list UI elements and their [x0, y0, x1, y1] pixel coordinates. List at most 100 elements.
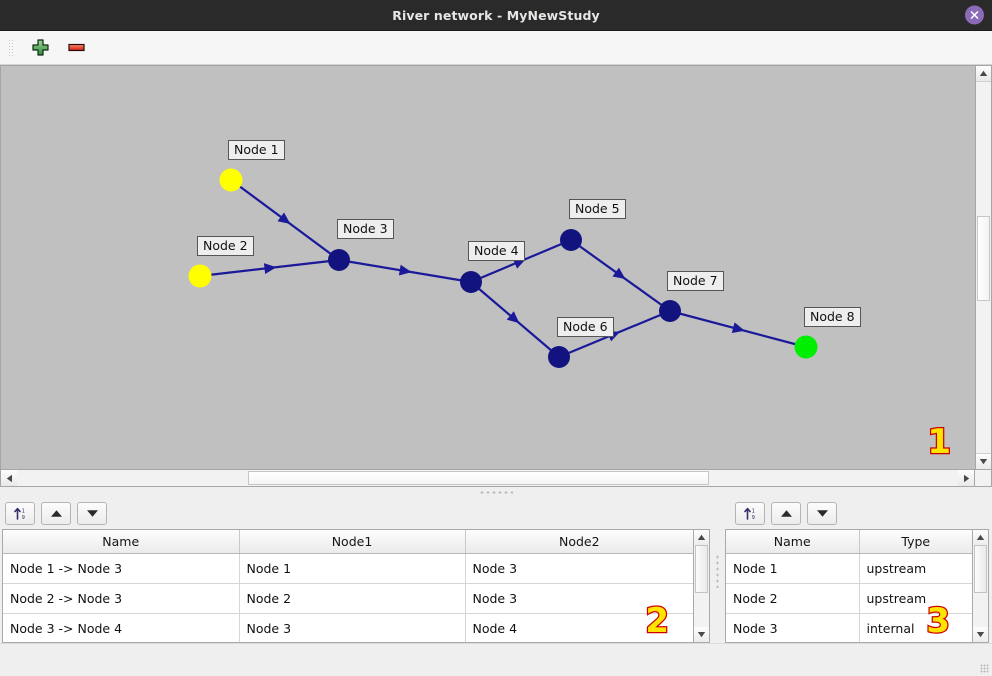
table-cell[interactable]: internal [859, 613, 972, 642]
reaches-vscroll-track[interactable] [694, 545, 709, 627]
graph-node-label-node-5[interactable]: Node 5 [569, 199, 626, 219]
close-icon[interactable] [965, 5, 984, 25]
reaches-vscroll-thumb[interactable] [695, 545, 709, 593]
table-cell[interactable]: Node 2 [239, 583, 466, 614]
sort-ascending-icon[interactable]: 1 9 [735, 502, 765, 525]
graph-node-label-node-7[interactable]: Node 7 [667, 271, 724, 291]
graph-node-node-6[interactable] [548, 346, 570, 368]
graph-node-node-5[interactable] [560, 229, 582, 251]
graph-vertical-scrollbar[interactable] [975, 65, 992, 470]
graph-edge-arrow-icon [512, 258, 526, 269]
arrow-down-icon[interactable] [807, 502, 837, 525]
arrow-up-icon[interactable] [41, 502, 71, 525]
graph-node-label-node-4[interactable]: Node 4 [468, 241, 525, 261]
table-cell[interactable]: Node 3 [465, 553, 694, 584]
graph-node-node-1[interactable] [219, 168, 243, 192]
toolbar-drag-handle[interactable] [8, 38, 13, 57]
table-cell[interactable]: Node 1 [239, 553, 466, 584]
nodes-toolbar: 1 9 [723, 498, 992, 529]
graph-node-label-node-1[interactable]: Node 1 [228, 140, 285, 160]
svg-text:9: 9 [21, 515, 24, 521]
table-cell[interactable]: Node 1 -> Node 3 [3, 553, 240, 584]
graph-hscroll-track[interactable] [17, 470, 958, 486]
graph-hscroll-thumb[interactable] [247, 471, 709, 485]
scroll-up-icon[interactable] [694, 530, 710, 545]
nodes-vscroll-track[interactable] [973, 545, 988, 627]
table-cell[interactable]: Node 3 [239, 613, 466, 642]
column-header-node1[interactable]: Node1 [239, 530, 466, 554]
network-graph-svg [188, 168, 818, 368]
table-cell[interactable]: Node 2 [726, 583, 860, 614]
graph-node-node-8[interactable] [794, 335, 818, 359]
graph-node-label-node-8[interactable]: Node 8 [804, 307, 861, 327]
annotation-marker-3: 3 [925, 601, 951, 641]
graph-node-node-2[interactable] [188, 264, 212, 288]
arrow-down-icon[interactable] [77, 502, 107, 525]
nodes-vertical-scrollbar[interactable] [973, 529, 989, 643]
column-header-node2[interactable]: Node2 [465, 530, 694, 554]
table-cell[interactable]: Node 3 -> Node 4 [3, 613, 240, 642]
table-cell[interactable]: Node 1 [726, 553, 860, 584]
scroll-left-icon[interactable] [1, 470, 17, 486]
scroll-down-icon[interactable] [976, 453, 991, 469]
column-header-name[interactable]: Name [726, 530, 860, 554]
graph-vscroll-track[interactable] [976, 82, 991, 453]
status-bar [0, 643, 992, 676]
graph-node-label-node-3[interactable]: Node 3 [337, 219, 394, 239]
graph-horizontal-scrollbar[interactable] [0, 470, 975, 487]
scroll-up-icon[interactable] [973, 530, 988, 545]
resize-grip-icon[interactable] [980, 664, 989, 673]
table-cell[interactable]: Node 3 [465, 583, 694, 614]
graph-node-node-3[interactable] [328, 249, 350, 271]
table-cell[interactable]: Node 3 [726, 613, 860, 642]
scrollbar-corner [975, 470, 992, 487]
scroll-right-icon[interactable] [958, 470, 974, 486]
arrow-up-icon[interactable] [771, 502, 801, 525]
sort-ascending-icon[interactable]: 1 9 [5, 502, 35, 525]
table-cell[interactable]: upstream [859, 553, 972, 584]
nodes-vscroll-thumb[interactable] [974, 545, 987, 593]
vertical-splitter[interactable] [712, 498, 723, 643]
graph-node-node-4[interactable] [460, 271, 482, 293]
table-cell[interactable]: upstream [859, 583, 972, 614]
graph-node-node-7[interactable] [659, 300, 681, 322]
table-cell[interactable]: Node 2 -> Node 3 [3, 583, 240, 614]
scroll-up-icon[interactable] [976, 66, 991, 82]
add-plus-icon[interactable] [29, 37, 51, 59]
title-bar: River network - MyNewStudy [0, 0, 992, 31]
graph-vscroll-thumb[interactable] [977, 215, 990, 301]
graph-node-label-node-2[interactable]: Node 2 [197, 236, 254, 256]
window-title: River network - MyNewStudy [392, 7, 600, 23]
svg-text:1: 1 [21, 509, 24, 515]
column-header-name[interactable]: Name [3, 530, 240, 554]
annotation-marker-2: 2 [644, 601, 670, 641]
horizontal-splitter[interactable] [0, 487, 992, 498]
delete-minus-icon[interactable] [65, 37, 87, 59]
scroll-down-icon[interactable] [973, 627, 988, 642]
graph-hscroll-row [0, 470, 992, 487]
column-header-type[interactable]: Type [859, 530, 972, 554]
reaches-vertical-scrollbar[interactable] [694, 529, 711, 643]
scroll-down-icon[interactable] [694, 627, 710, 642]
table-cell[interactable]: Node 4 [465, 613, 694, 642]
graph-node-label-node-6[interactable]: Node 6 [557, 317, 614, 337]
